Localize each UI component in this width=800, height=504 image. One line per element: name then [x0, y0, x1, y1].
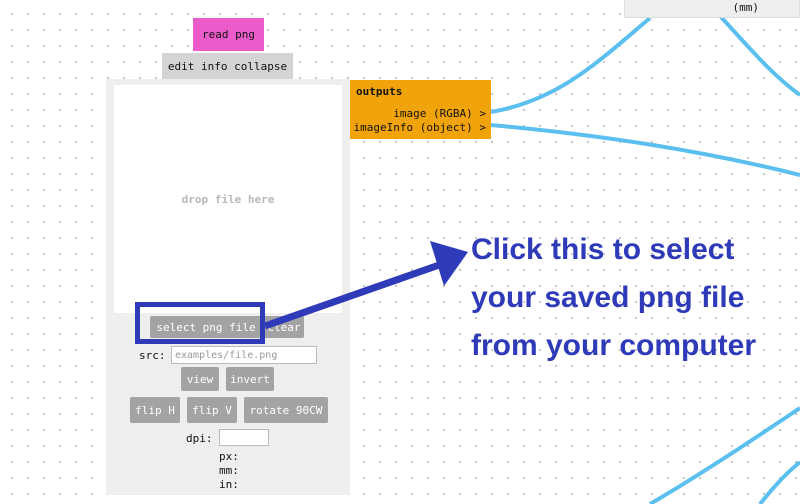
wire-bottom-right	[648, 406, 800, 504]
in-label: in:	[219, 478, 239, 491]
view-button[interactable]: view	[181, 367, 219, 391]
mm-label: mm:	[219, 464, 239, 477]
dpi-label: dpi:	[186, 432, 213, 445]
invert-button[interactable]: invert	[226, 367, 274, 391]
outputs-panel: outputs image (RGBA) > imageInfo (object…	[350, 80, 491, 139]
output-imageinfo-port[interactable]: imageInfo (object) >	[353, 121, 486, 134]
node-title[interactable]: read png	[193, 18, 264, 51]
annotation-line-2: your saved png file	[471, 281, 745, 314]
outputs-title: outputs	[356, 85, 403, 98]
px-label: px:	[219, 450, 239, 463]
wire-bottom-right-2	[758, 460, 800, 504]
wire-image-output	[490, 16, 652, 114]
output-image-port[interactable]: image (RGBA) >	[393, 107, 486, 120]
dpi-input[interactable]	[219, 429, 269, 446]
file-drop-zone[interactable]: drop file here	[114, 85, 342, 313]
src-label: src:	[139, 349, 166, 362]
annotation-line-3: from your computer	[471, 329, 757, 362]
unit-label: (mm)	[732, 1, 760, 14]
src-input[interactable]	[171, 346, 317, 364]
flip-h-button[interactable]: flip H	[130, 397, 180, 423]
arrow-head-icon	[430, 241, 468, 286]
annotation-text: Click this to select your saved png file…	[471, 226, 800, 370]
rotate-90cw-button[interactable]: rotate 90CW	[244, 397, 328, 423]
wire-imageinfo-output	[490, 123, 800, 177]
flip-v-button[interactable]: flip V	[187, 397, 237, 423]
node-menu[interactable]: edit info collapse	[162, 53, 293, 79]
annotation-line-1: Click this to select	[471, 233, 735, 266]
top-right-node-panel: (mm)	[624, 0, 800, 18]
highlight-box	[135, 302, 265, 344]
select-png-file-button[interactable]: select png file	[150, 316, 262, 338]
